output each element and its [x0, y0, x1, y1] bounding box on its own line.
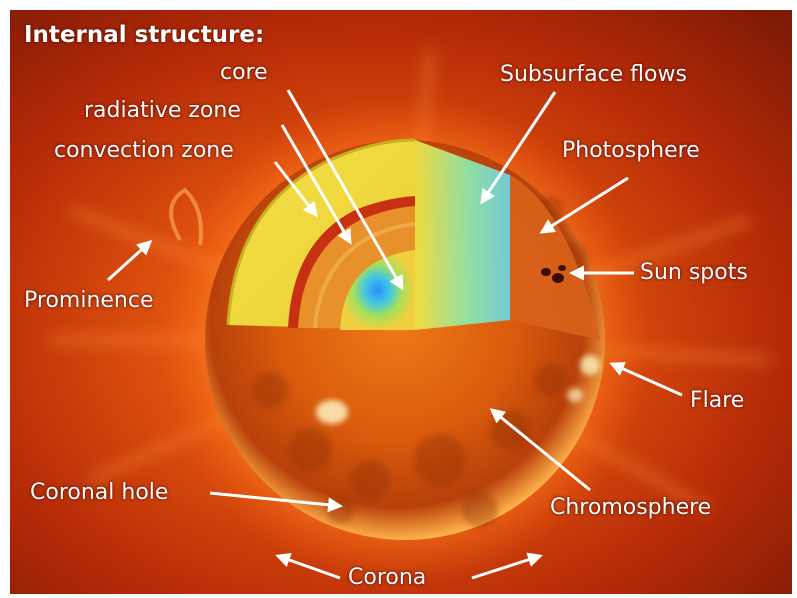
label-sun-spots: Sun spots — [640, 260, 748, 286]
label-subsurface-flows: Subsurface flows — [500, 62, 687, 88]
diagram-title: Internal structure: — [24, 22, 264, 48]
sun-structure-diagram: Internal structure: core radiative zone … — [10, 10, 792, 594]
label-photosphere: Photosphere — [562, 138, 700, 164]
label-core: core — [220, 60, 268, 86]
label-corona: Corona — [348, 565, 426, 591]
label-radiative-zone: radiative zone — [84, 98, 241, 124]
label-flare: Flare — [690, 388, 744, 414]
label-convection-zone: convection zone — [54, 138, 234, 164]
label-coronal-hole: Coronal hole — [30, 480, 168, 506]
label-chromosphere: Chromosphere — [550, 495, 711, 521]
label-prominence: Prominence — [24, 288, 154, 314]
